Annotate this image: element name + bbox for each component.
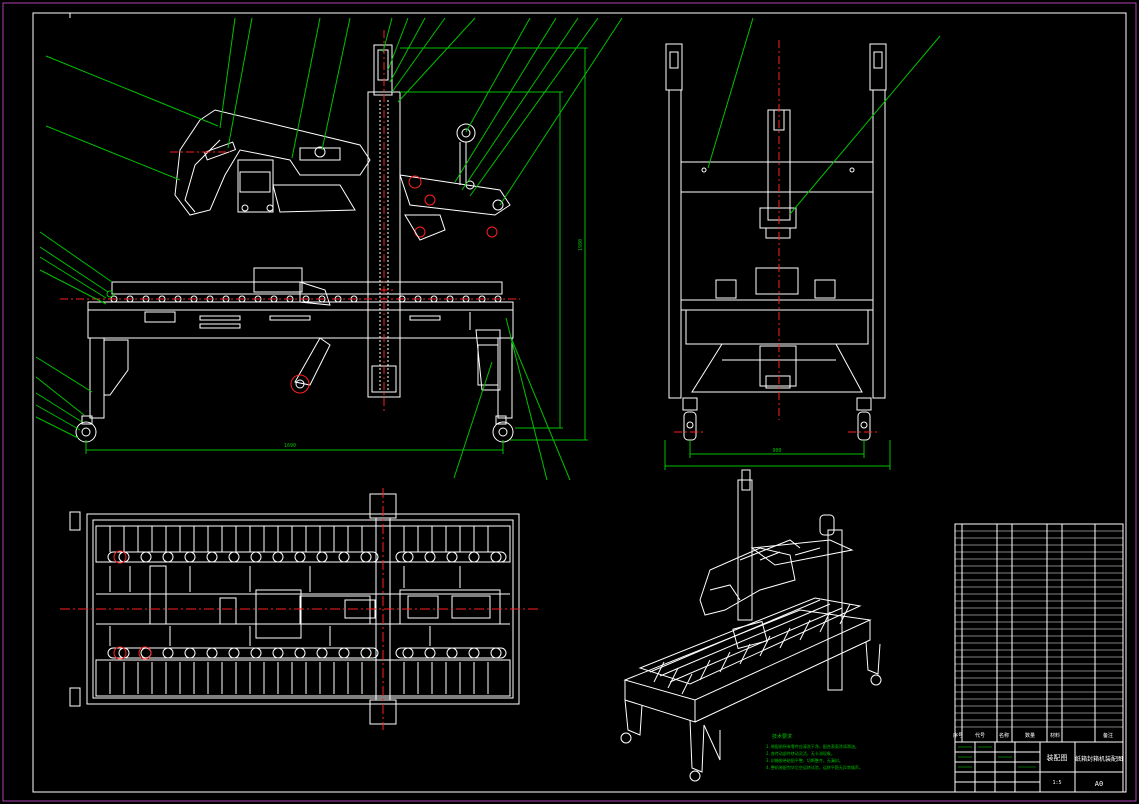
top-centerlines [60,488,540,730]
tech-line-3: 3.封箱胶带粘贴平整，切断整齐，无漏封。 [766,757,843,763]
top-rollers [113,550,502,660]
header-remark: 备注 [1103,732,1113,739]
scale-label: 1:5 [1052,780,1061,786]
sheet-size: A0 [1095,780,1103,788]
header-material: 材料 [1050,732,1060,739]
parts-list-header: 序号 代号 名称 数量 材料 备注 [953,732,1113,739]
header-name: 名称 [999,732,1009,739]
tech-requirements: 技术要求 1.装配前所有零件应清洗干净，配合表面涂润滑油。 2.各传动部件转动灵… [766,733,863,770]
front-dimensions [85,47,588,454]
front-height-label: 1980 [578,239,584,251]
isometric-view [620,469,882,782]
title-block-greens [958,746,1036,768]
tech-line-2: 2.各传动部件转动灵活，无卡滞现象。 [766,750,835,756]
tech-line-4: 4.整机装配完毕后空运转试验，运转平稳无异常噪声。 [766,764,863,770]
side-centerlines [674,40,880,433]
side-width-label: 900 [772,448,781,454]
material-label: 装配图 [1047,753,1068,762]
front-dimension-labels: 1690 1980 [284,239,584,449]
parts-list-rows [955,530,1123,728]
inner-frame [32,12,1127,793]
header-code: 代号 [975,732,985,739]
side-dimensions [664,17,941,470]
front-view [75,44,514,443]
front-centerlines [60,30,520,412]
front-leader-lines [35,17,623,481]
tech-line-1: 1.装配前所有零件应清洗干净，配合表面涂润滑油。 [766,743,859,749]
top-slats [109,526,489,694]
header-qty: 数量 [1025,732,1035,739]
title-block [954,741,1124,793]
header-no: 序号 [953,732,963,739]
tech-title: 技术要求 [772,733,792,740]
side-view [665,43,887,441]
drawing-name: 纸箱封箱机装配图 [1075,755,1123,763]
front-width-label: 1690 [284,443,296,449]
